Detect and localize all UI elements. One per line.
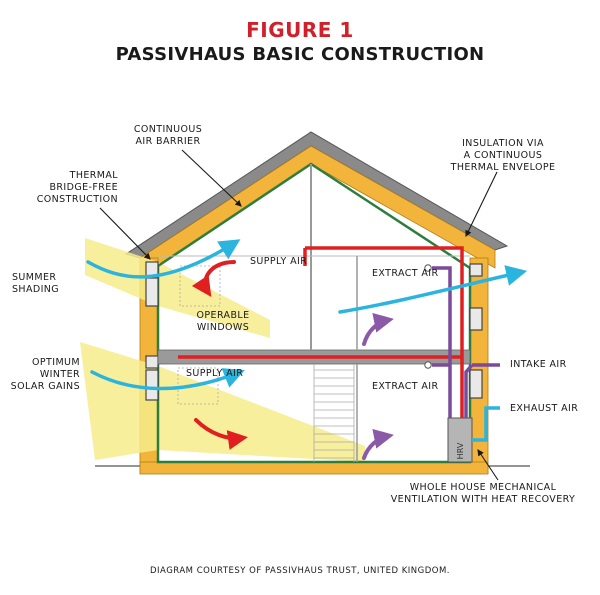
floor-insulation (139, 461, 489, 475)
fresh-air-arrows (86, 239, 528, 391)
continuous-air-barrier-label: CONTINUOUS AIR BARRIER (133, 124, 203, 147)
external-ducts (464, 363, 500, 442)
staircase (313, 364, 355, 462)
extract-air-lower-label: EXTRACT AIR (372, 381, 439, 392)
supply-ducts (178, 246, 464, 418)
summer-shading-label: SUMMER SHADING (12, 272, 60, 295)
extract-air-arrows (362, 312, 394, 460)
window-frames (145, 261, 483, 401)
extract-air-upper-label: EXTRACT AIR (372, 268, 439, 279)
ventilation-label: WHOLE HOUSE MECHANICAL VENTILATION WITH … (390, 482, 576, 505)
hrv-unit (447, 417, 473, 463)
intake-air-label: INTAKE AIR (510, 359, 567, 370)
thermal-bridge-label: THERMAL BRIDGE-FREE CONSTRUCTION (36, 170, 118, 205)
leader-lines (99, 149, 499, 481)
diagram-credit: DIAGRAM COURTESY OF PASSIVHAUS TRUST, UN… (149, 566, 451, 576)
supply-air-upper-label: SUPPLY AIR (250, 256, 308, 267)
winter-solar-gains-label: OPTIMUM WINTER SOLAR GAINS (10, 357, 80, 392)
figure-number: FIGURE 1 (246, 18, 354, 42)
hrv-label: HRV (455, 442, 465, 460)
exhaust-air-label: EXHAUST AIR (510, 403, 579, 414)
operable-windows-label: OPERABLE WINDOWS (196, 310, 250, 333)
supply-air-arrows (191, 260, 248, 450)
supply-air-lower-label: SUPPLY AIR (186, 368, 244, 379)
insulation-label: INSULATION VIA A CONTINUOUS THERMAL ENVE… (450, 138, 556, 173)
figure-title: PASSIVHAUS BASIC CONSTRUCTION (115, 44, 485, 65)
extract-ducts (424, 264, 452, 418)
